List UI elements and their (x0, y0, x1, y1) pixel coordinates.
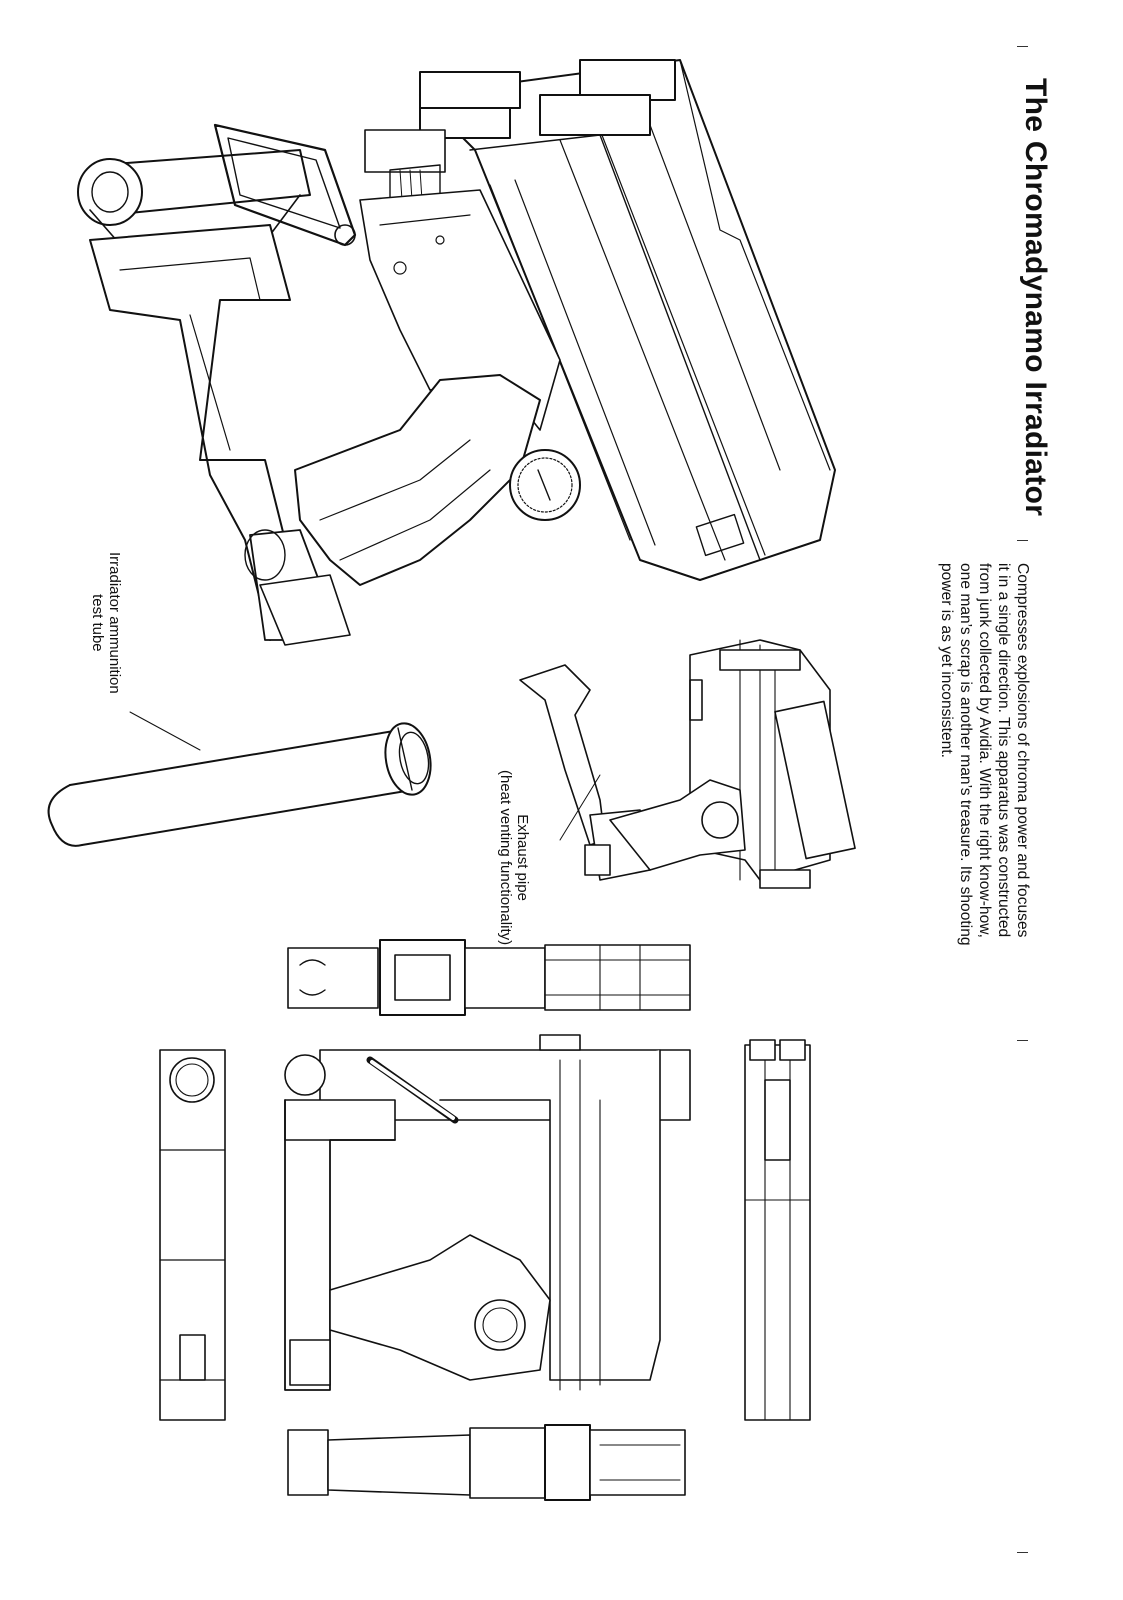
margin-tick-bottom (1017, 1552, 1028, 1553)
margin-tick-mid-1 (1017, 540, 1028, 541)
bottom-view-drawing (288, 1425, 685, 1500)
rear-view-drawing (160, 1050, 225, 1420)
margin-tick-top (1017, 46, 1028, 47)
left-side-view-drawing (285, 1035, 690, 1390)
test-tube-drawing (49, 712, 436, 846)
front-view-drawing (745, 1040, 810, 1420)
irradiator-isometric-drawing (78, 60, 835, 645)
margin-tick-mid-2 (1017, 1040, 1028, 1041)
top-view-drawing (288, 940, 690, 1015)
side-view-drawing (520, 640, 855, 888)
